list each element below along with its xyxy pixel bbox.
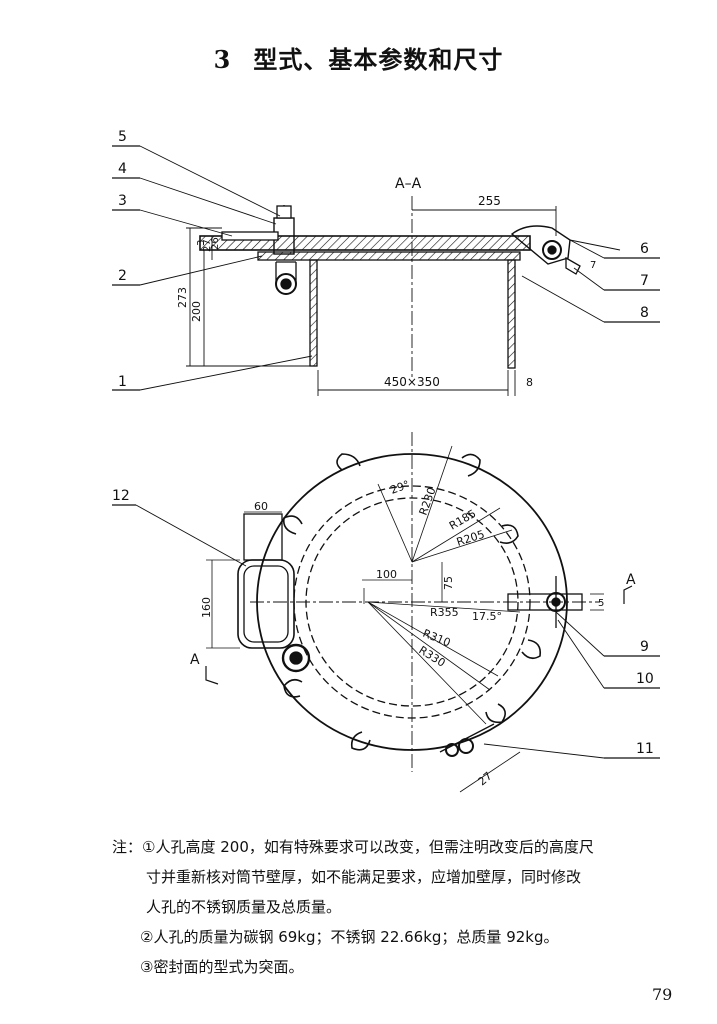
dim-160: 160 [200,597,213,618]
note-line: 寸并重新核对筒节壁厚，如不能满足要求，应增加壁厚，同时修改 [112,862,697,892]
dim-100: 100 [376,568,397,581]
section-mark: A [626,572,636,588]
section-label: A–A [395,176,422,192]
radius-label: R205 [455,528,486,549]
part-label: 8 [640,305,649,321]
note-line: 人孔的不锈钢质量及总质量。 [112,892,697,922]
note-line: ③密封面的型式为突面。 [112,952,697,982]
section-title: 型式、基本参数和尺寸 [253,45,504,74]
part-label: 2 [118,268,127,284]
section-view [112,145,660,396]
dim-200: 200 [190,301,203,322]
note-line: ②人孔的质量为碳钢 69kg；不锈钢 22.66kg；总质量 92kg。 [112,922,697,952]
dim-255: 255 [478,194,501,208]
section-number: 3 [213,45,232,74]
part-label: 6 [640,241,649,257]
dim-17-5: 17.5° [472,610,502,623]
dim-5: 5 [598,598,604,609]
part-label: 7 [640,273,649,289]
note-line: 注：①人孔高度 200，如有特殊要求可以改变，但需注明改变后的高度尺 [112,832,697,862]
part-label: 10 [636,671,654,687]
dim-8: 8 [526,376,533,389]
part-label: 9 [640,639,649,655]
note-item: ①人孔高度 200，如有特殊要求可以改变，但需注明改变后的高度尺 [142,838,594,856]
note-item: 寸并重新核对筒节壁厚，如不能满足要求，应增加壁厚，同时修改 [146,868,582,886]
plan-view-labels: 12 9 10 11 A A 60 160 100 75 29° 17.5° 2… [112,478,654,788]
part-label: 11 [636,741,654,757]
plan-view [112,432,660,793]
note-item: 人孔的不锈钢质量及总质量。 [146,898,342,916]
note-item: ②人孔的质量为碳钢 69kg；不锈钢 22.66kg；总质量 92kg。 [140,928,559,946]
note-item: ③密封面的型式为突面。 [140,958,304,976]
part-label: 3 [118,193,127,209]
section-view-labels: A–A 5 4 3 2 1 6 7 8 255 450×350 8 273 20… [118,129,649,390]
dim-27-bottom: 27 [476,769,495,788]
dim-75: 75 [442,576,455,590]
radius-label: R230 [417,486,439,517]
part-label: 5 [118,129,127,145]
notes-prefix: 注： [112,838,143,856]
part-label: 1 [118,374,127,390]
dim-3: 3 [196,240,207,246]
dim-27: 27 [202,239,213,252]
dim-60: 60 [254,500,268,513]
section-heading: 3 型式、基本参数和尺寸 [0,40,717,75]
page-number: 79 [652,985,673,1004]
part-label: 4 [118,161,127,177]
radius-label: R355 [430,606,459,619]
part-label: 12 [112,488,130,504]
dim-273: 273 [176,287,189,308]
dim-450x350: 450×350 [384,375,440,389]
notes: 注：①人孔高度 200，如有特殊要求可以改变，但需注明改变后的高度尺 寸并重新核… [112,832,697,982]
dim-7: 7 [590,260,596,271]
section-mark: A [190,652,200,668]
dim-26: 26 [210,237,221,250]
dim-29: 29° [389,478,412,497]
